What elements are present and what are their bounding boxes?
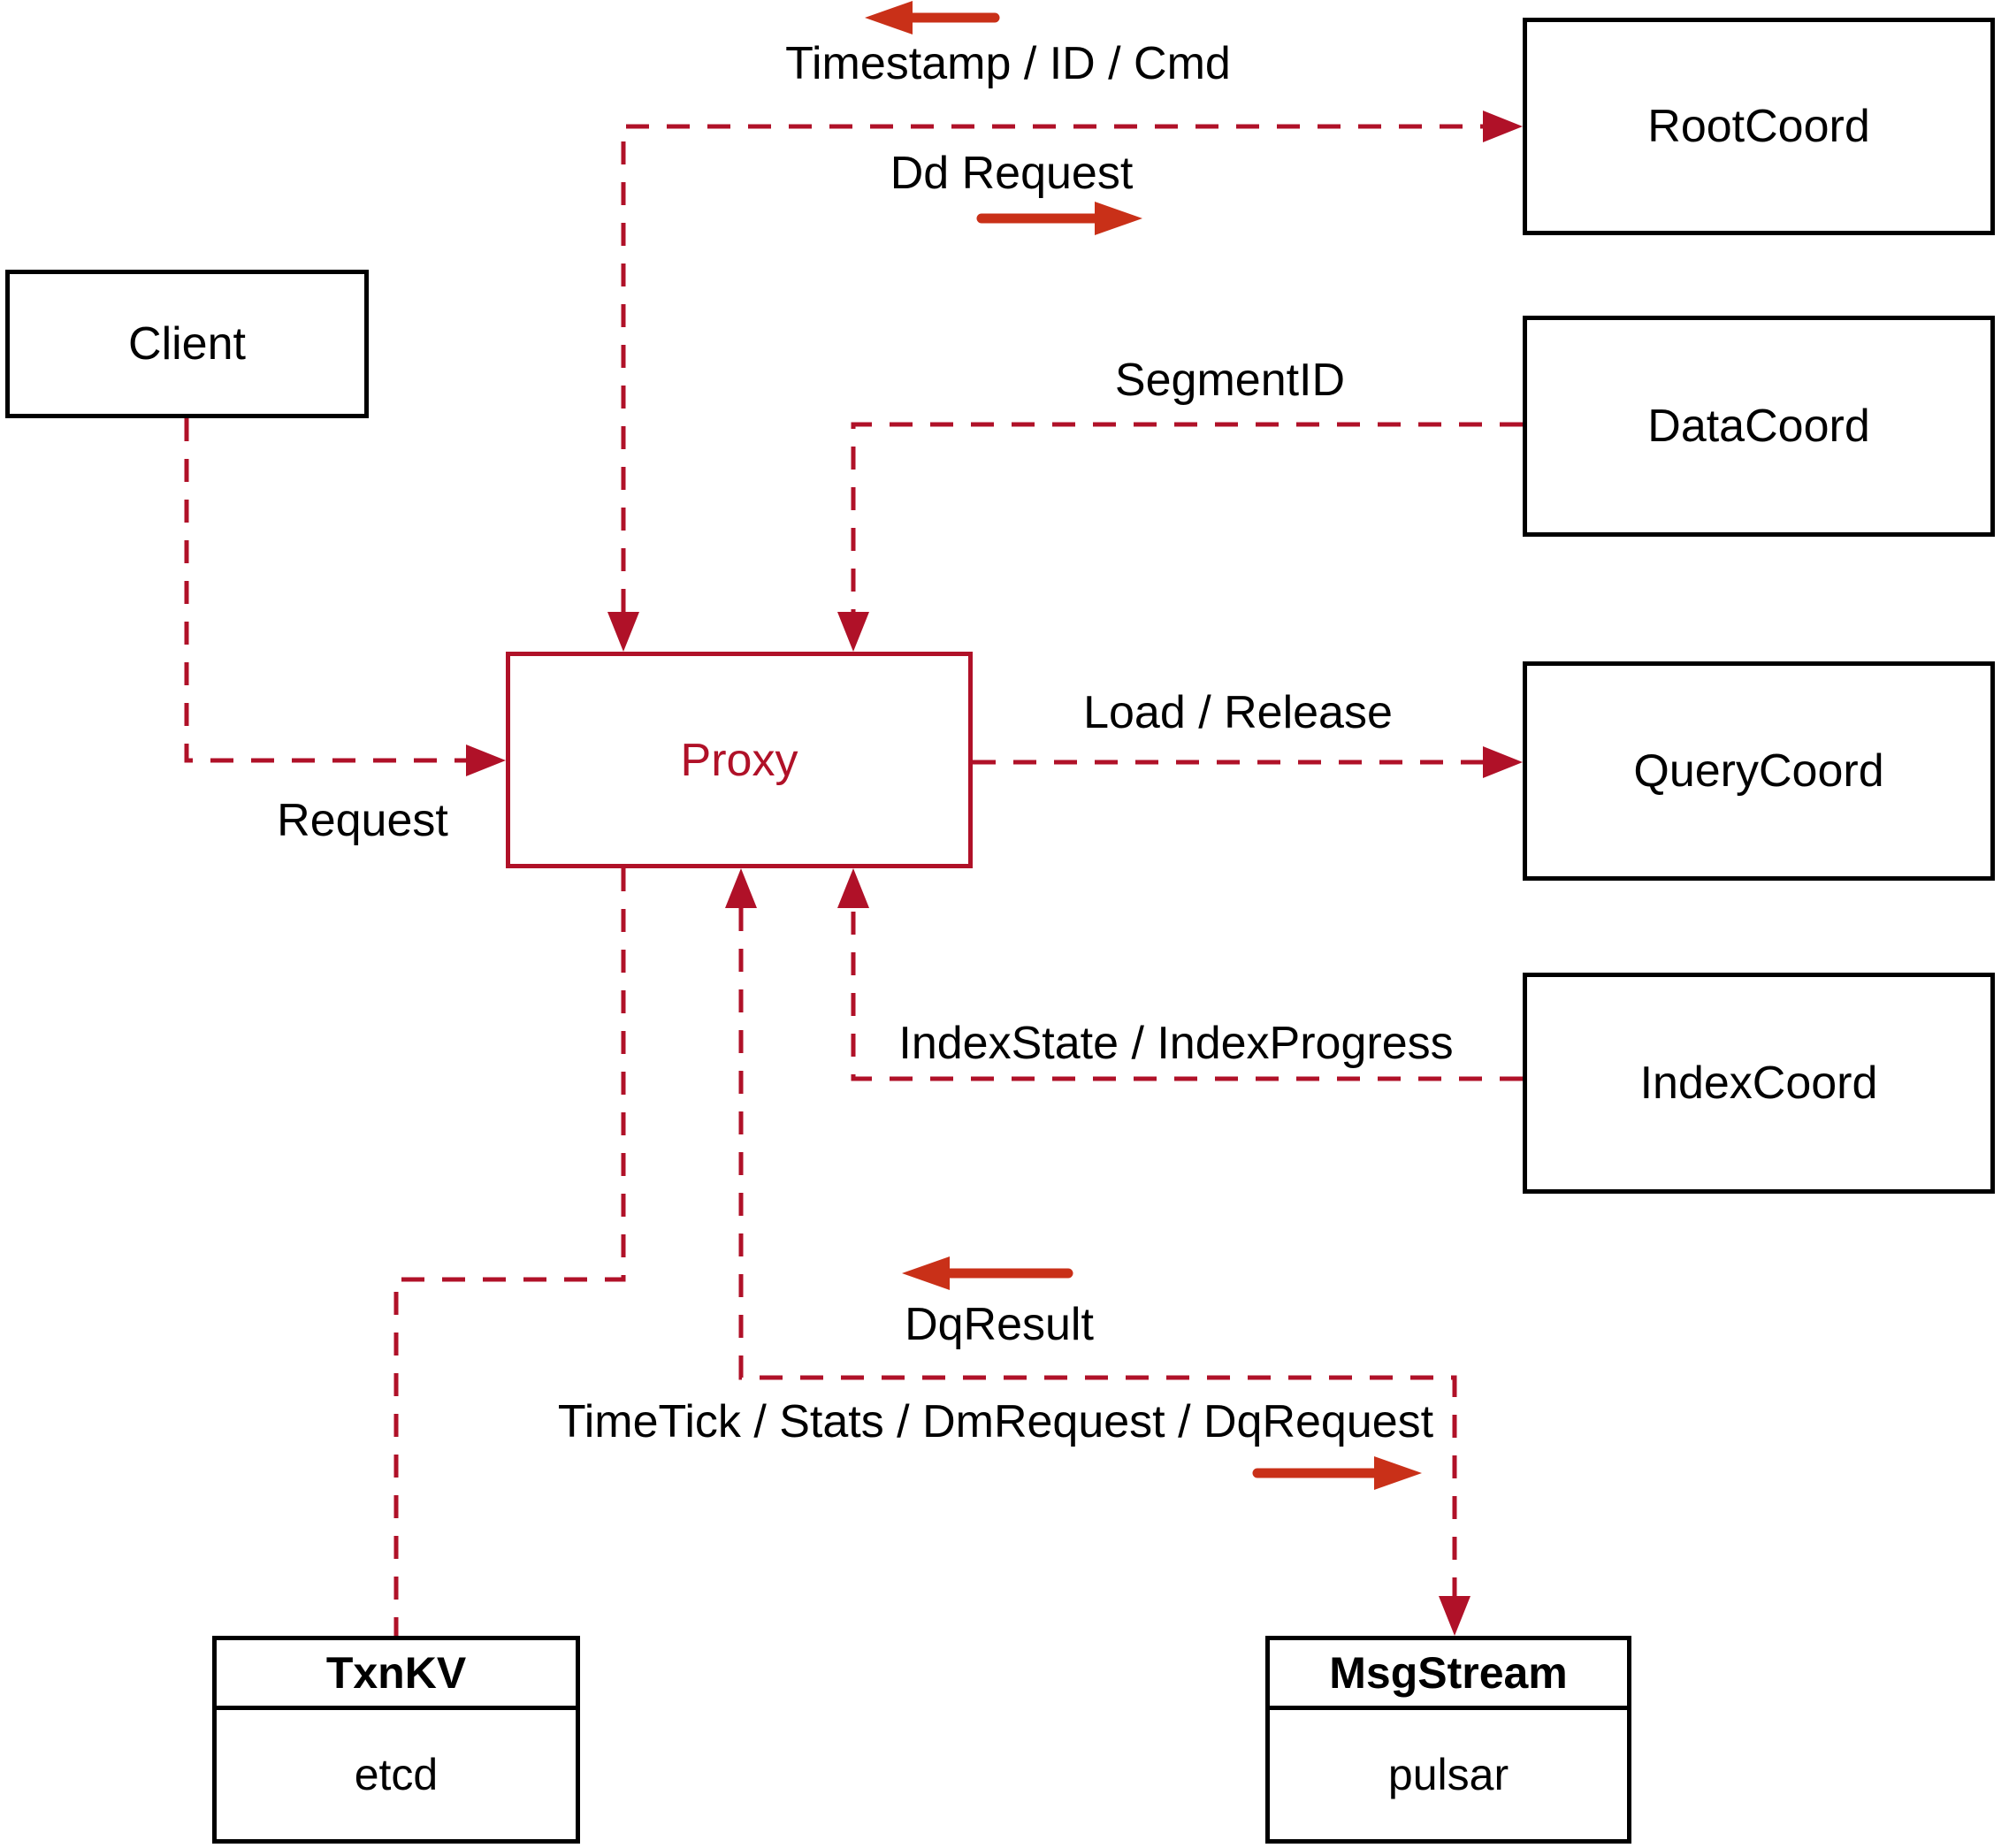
- edge-indexcoord-proxy-line: [851, 908, 1523, 1081]
- indexcoord-label: IndexCoord: [1639, 1058, 1878, 1109]
- edge-proxy-rootcoord: [607, 111, 1523, 652]
- arrowhead-down-into-proxy-icon: [607, 612, 639, 652]
- txnkv-impl-label: etcd: [354, 1750, 439, 1799]
- edge-label-load-release: Load / Release: [1083, 687, 1393, 738]
- edge-label-timetick-stats: TimeTick / Stats / DmRequest / DqRequest: [557, 1396, 1434, 1447]
- querycoord-label: QueryCoord: [1633, 745, 1884, 797]
- client-label: Client: [128, 318, 246, 370]
- flow-left-arrow-icon-2: [902, 1256, 950, 1290]
- edge-client-proxy: [184, 418, 506, 776]
- arrowhead-down-into-proxy-top-icon: [837, 612, 869, 652]
- proxy-label: Proxy: [680, 734, 798, 786]
- edge-proxy-querycoord: [973, 746, 1523, 778]
- flow-arrow-timestamp-left: [865, 1, 1000, 34]
- edge-proxy-msgstream: [725, 868, 1470, 1636]
- edge-indexcoord-proxy: [837, 868, 1523, 1081]
- indexcoord-node: IndexCoord: [1523, 973, 1995, 1194]
- msgstream-body: pulsar: [1270, 1710, 1627, 1839]
- arrowhead-down-into-msgstream-icon: [1439, 1596, 1470, 1636]
- datacoord-node: DataCoord: [1523, 316, 1995, 537]
- flow-arrow-timetick-right: [1252, 1456, 1422, 1490]
- msgstream-title: MsgStream: [1329, 1648, 1568, 1698]
- msgstream-impl-label: pulsar: [1387, 1750, 1509, 1799]
- msgstream-header: MsgStream: [1270, 1640, 1627, 1710]
- edge-proxy-txnkv: [393, 868, 626, 1636]
- arrowhead-right-into-proxy-icon: [466, 745, 506, 776]
- arrowhead-right-into-rootcoord-icon: [1483, 111, 1523, 142]
- edge-datacoord-proxy: [837, 422, 1523, 652]
- arrowhead-up-into-proxy-icon: [725, 868, 757, 908]
- querycoord-node: QueryCoord: [1523, 661, 1995, 881]
- txnkv-body: etcd: [217, 1710, 576, 1839]
- edge-datacoord-proxy-line: [851, 422, 1523, 612]
- datacoord-label: DataCoord: [1647, 401, 1870, 452]
- rootcoord-label: RootCoord: [1647, 101, 1870, 152]
- txnkv-title: TxnKV: [325, 1648, 467, 1698]
- arrowhead-up-into-proxy-bottom-icon: [837, 868, 869, 908]
- edge-label-index-state-progress: IndexState / IndexProgress: [898, 1018, 1454, 1069]
- proxy-node: Proxy: [506, 652, 973, 868]
- edge-client-proxy-line: [184, 418, 466, 763]
- edge-label-dd-request: Dd Request: [890, 148, 1134, 199]
- edge-label-dq-result: DqResult: [905, 1299, 1094, 1350]
- msgstream-node: MsgStream pulsar: [1265, 1636, 1631, 1844]
- arrowhead-right-into-querycoord-icon: [1483, 746, 1523, 778]
- flow-arrow-ddrequest-right: [976, 202, 1142, 235]
- edge-proxy-msgstream-line: [738, 908, 1457, 1596]
- flow-arrow-dqresult-left: [902, 1256, 1073, 1290]
- edge-proxy-rootcoord-line: [621, 124, 1483, 612]
- flow-right-arrow-icon-2: [1374, 1456, 1422, 1490]
- edge-label-segment-id: SegmentID: [1114, 355, 1346, 406]
- edge-label-timestamp-id-cmd: Timestamp / ID / Cmd: [785, 38, 1231, 89]
- rootcoord-node: RootCoord: [1523, 18, 1995, 235]
- flow-left-arrow-icon: [865, 1, 913, 34]
- edge-proxy-txnkv-line: [393, 868, 626, 1636]
- edge-label-request: Request: [277, 795, 448, 846]
- client-node: Client: [5, 270, 369, 418]
- txnkv-header: TxnKV: [217, 1640, 576, 1710]
- flow-right-arrow-icon: [1095, 202, 1142, 235]
- txnkv-node: TxnKV etcd: [212, 1636, 580, 1844]
